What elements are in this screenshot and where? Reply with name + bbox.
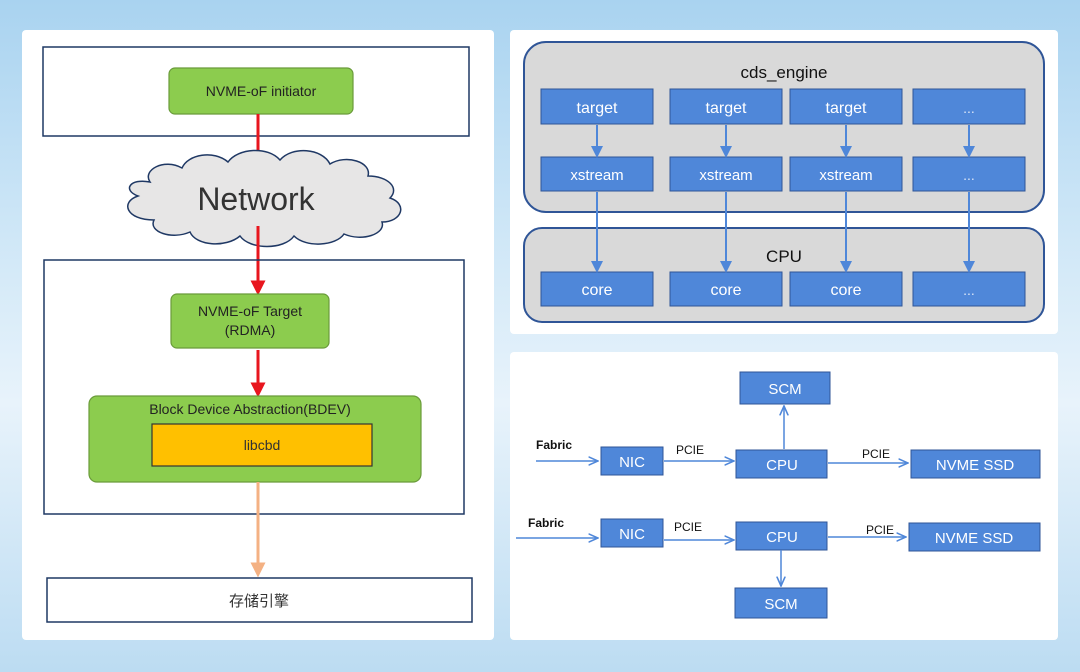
nic-label-1: NIC — [619, 454, 645, 471]
bdev-label: Block Device Abstraction(BDEV) — [149, 401, 351, 417]
cds-engine-diagram: cds_engine CPU target xstream core targe… — [523, 41, 1045, 323]
target-box-4 — [912, 88, 1026, 125]
scm-label-top: SCM — [768, 381, 801, 398]
cpu-label-2: CPU — [766, 529, 798, 546]
scm-box-top — [739, 371, 831, 405]
xstream-label-3: xstream — [819, 167, 872, 184]
xstream-label-2: xstream — [699, 167, 752, 184]
core-label-3: core — [830, 282, 861, 299]
scm-label-bottom: SCM — [764, 596, 797, 613]
cpu-label-1: CPU — [766, 457, 798, 474]
storage-engine-box — [46, 577, 473, 623]
target-box-2 — [669, 88, 783, 125]
left-panel: NVME-oF initiator Network NVME-oF Target… — [22, 30, 494, 640]
target-label-2: target — [706, 100, 747, 117]
fabric-label-1: Fabric — [536, 438, 572, 452]
core-box-1 — [540, 271, 654, 307]
libcbd-label: libcbd — [244, 437, 281, 453]
target-box-3 — [789, 88, 903, 125]
initiator-box — [168, 67, 354, 115]
target-label-4: ... — [963, 100, 975, 116]
hardware-topology-diagram: SCM Fabric NIC PCIE CPU PCIE NVME SSD Fa… — [516, 371, 1041, 619]
cpu-title: CPU — [766, 247, 802, 266]
cds-engine-title: cds_engine — [741, 63, 828, 82]
core-label-4: ... — [963, 282, 975, 298]
target-label-3: target — [826, 100, 867, 117]
cpu-box-2 — [735, 521, 828, 551]
nic-label-2: NIC — [619, 526, 645, 543]
network-label: Network — [197, 181, 315, 217]
target-label-1: target — [577, 100, 618, 117]
libcbd-box — [151, 423, 373, 467]
ssd-box-2 — [908, 522, 1041, 552]
engine-columns: target xstream core target xstream core … — [540, 88, 1026, 307]
network-cloud-icon — [127, 149, 402, 248]
nic-box-1 — [600, 446, 664, 476]
target-box-1 — [540, 88, 654, 125]
cpu-box-1 — [735, 449, 828, 479]
core-box-2 — [669, 271, 783, 307]
pcie-label-1b: PCIE — [862, 447, 890, 461]
xstream-box-3 — [789, 156, 903, 192]
pcie-label-1a: PCIE — [676, 443, 704, 457]
target-box — [170, 293, 330, 349]
engine-panel: cds_engine CPU target xstream core targe… — [510, 30, 1058, 334]
scm-box-bottom — [734, 587, 828, 619]
storage-engine-label: 存储引擎 — [229, 593, 289, 610]
fabric-label-2: Fabric — [528, 516, 564, 530]
xstream-box-2 — [669, 156, 783, 192]
ssd-label-2: NVME SSD — [935, 530, 1014, 547]
nic-box-2 — [600, 518, 664, 548]
xstream-label-4: ... — [963, 167, 975, 183]
target-frame — [43, 259, 465, 515]
storage-stack-diagram: NVME-oF initiator Network NVME-oF Target… — [42, 46, 473, 623]
target-label-line1: NVME-oF Target — [198, 303, 302, 319]
core-box-4 — [912, 271, 1026, 307]
ssd-box-1 — [910, 449, 1041, 479]
pcie-label-2a: PCIE — [674, 520, 702, 534]
target-label-line2: (RDMA) — [225, 322, 276, 338]
core-label-2: core — [710, 282, 741, 299]
initiator-label: NVME-oF initiator — [206, 83, 317, 99]
ssd-label-1: NVME SSD — [936, 457, 1015, 474]
pcie-label-2b: PCIE — [866, 523, 894, 537]
hardware-panel: SCM Fabric NIC PCIE CPU PCIE NVME SSD Fa… — [510, 352, 1058, 640]
core-label-1: core — [581, 282, 612, 299]
xstream-label-1: xstream — [570, 167, 623, 184]
